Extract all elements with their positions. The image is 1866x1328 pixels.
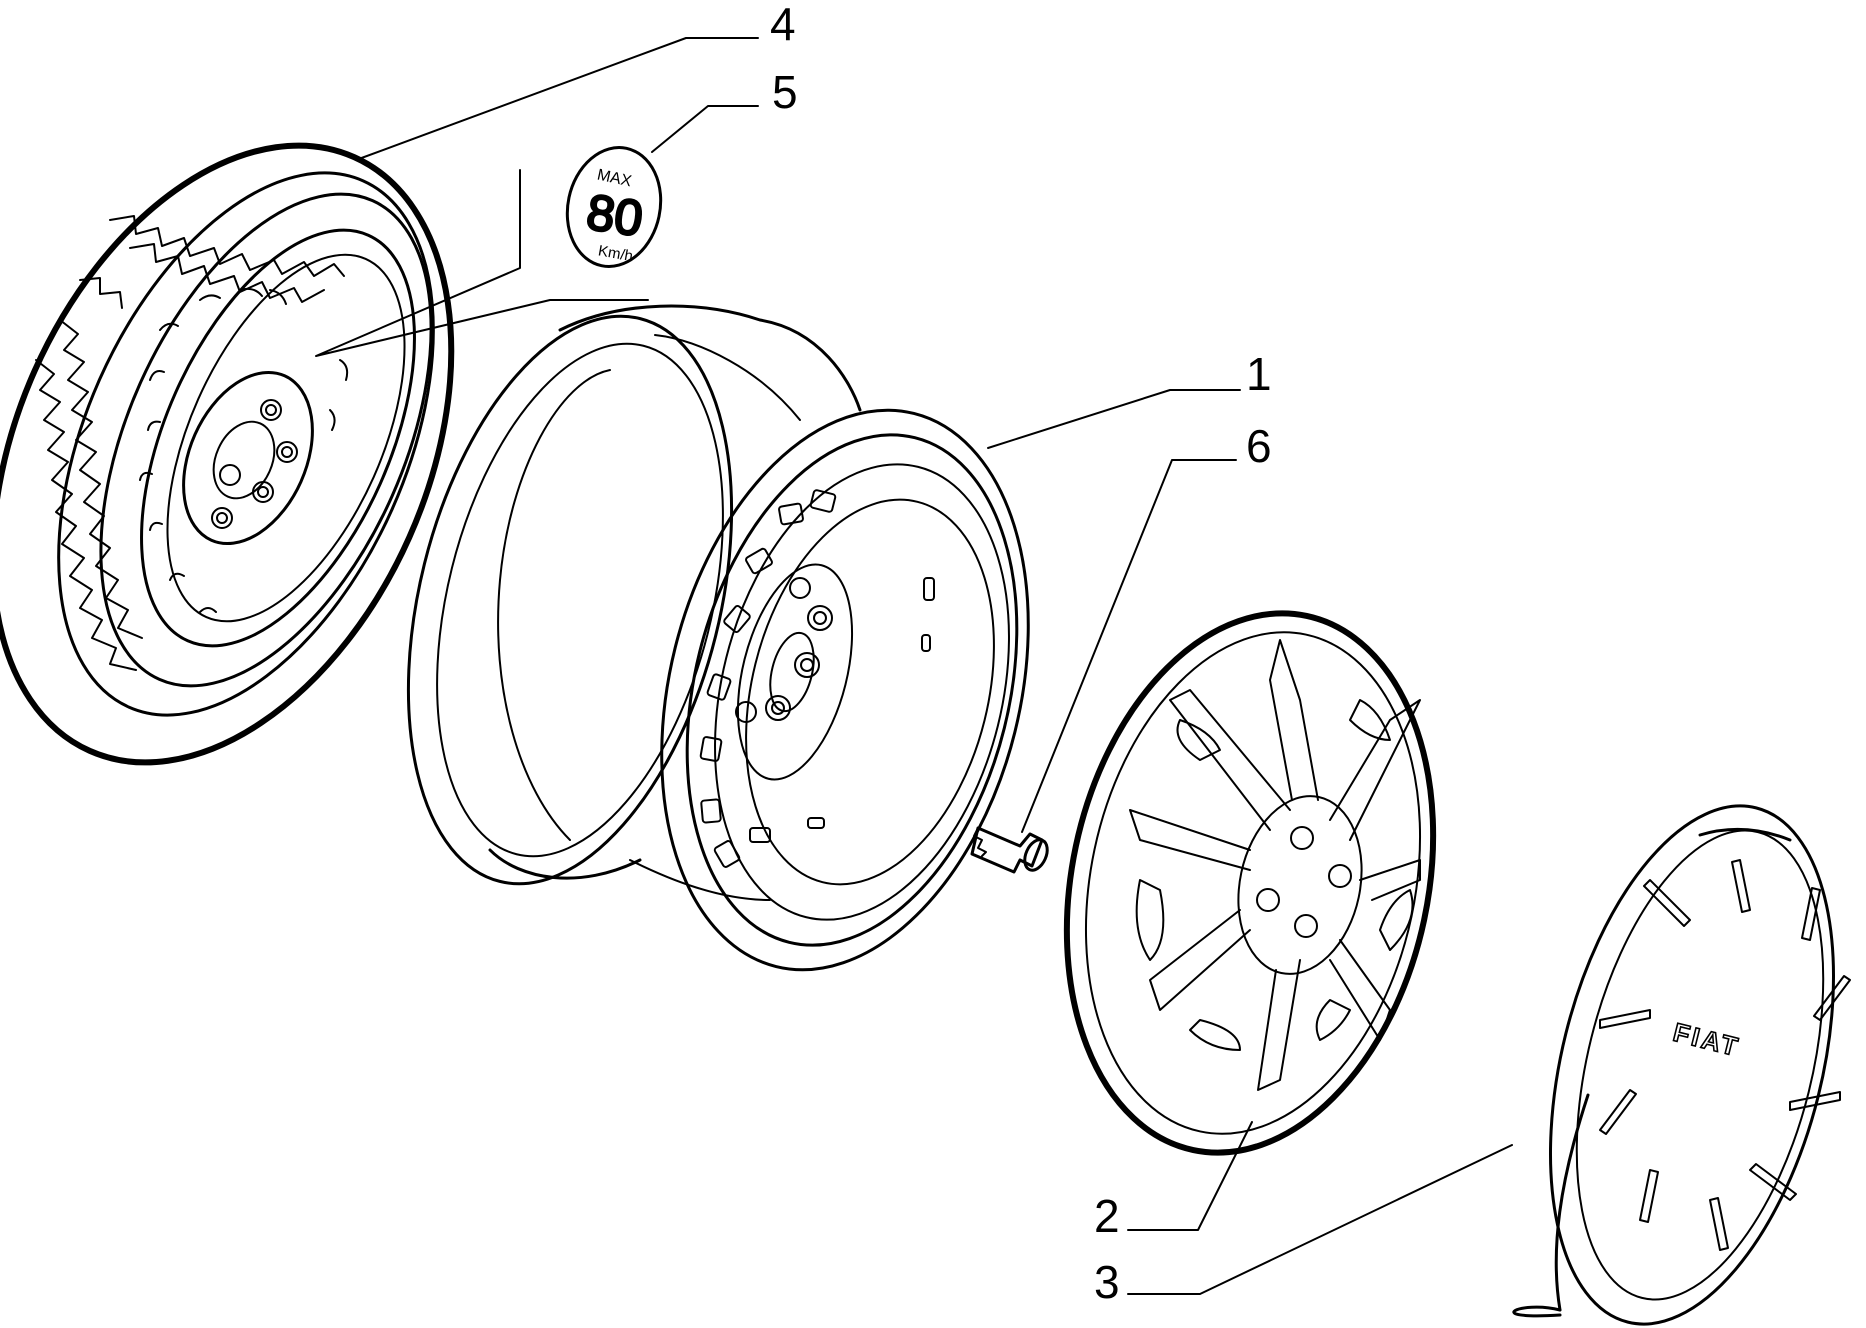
leader-2	[1127, 1121, 1253, 1231]
leader-1	[987, 389, 1241, 449]
speed-limit-sticker: MAX 80 Km/h	[565, 146, 663, 268]
tyre-tread	[35, 215, 345, 671]
rim-vent-holes	[699, 489, 935, 868]
tyre-valve	[970, 826, 1049, 874]
wheel-trim-spoked	[1063, 610, 1437, 1156]
hubcap: FIAT	[1512, 804, 1851, 1326]
hubcap-brand-logo: FIAT	[1670, 1017, 1743, 1063]
sticker-max-label: MAX	[596, 167, 634, 191]
callout-3: 3	[1094, 1256, 1120, 1308]
callout-5: 5	[772, 66, 798, 118]
trim-spokes	[1129, 639, 1421, 1091]
hubcap-slots	[1599, 859, 1851, 1251]
leader-5	[651, 105, 759, 153]
steel-rim	[406, 304, 1030, 972]
trim-vents	[1135, 699, 1414, 1051]
callout-4: 4	[770, 0, 796, 50]
callout-2: 2	[1094, 1190, 1120, 1242]
leader-sticker-position	[315, 169, 649, 357]
leader-lines	[315, 37, 1513, 1295]
callout-1: 1	[1246, 348, 1272, 400]
callout-6: 6	[1246, 420, 1272, 472]
tyre-outline	[0, 142, 455, 766]
sticker-speed-value: 80	[583, 184, 646, 247]
leader-3	[1127, 1144, 1513, 1295]
spare-tyre-assembly	[0, 142, 455, 766]
callout-labels: 4 5 1 6 2 3	[770, 0, 1272, 1308]
rim-hub	[735, 563, 854, 781]
leader-4	[355, 37, 759, 161]
leader-6	[1021, 459, 1237, 833]
spare-wheel-disc	[139, 287, 349, 613]
sticker-unit-label: Km/h	[597, 242, 634, 265]
